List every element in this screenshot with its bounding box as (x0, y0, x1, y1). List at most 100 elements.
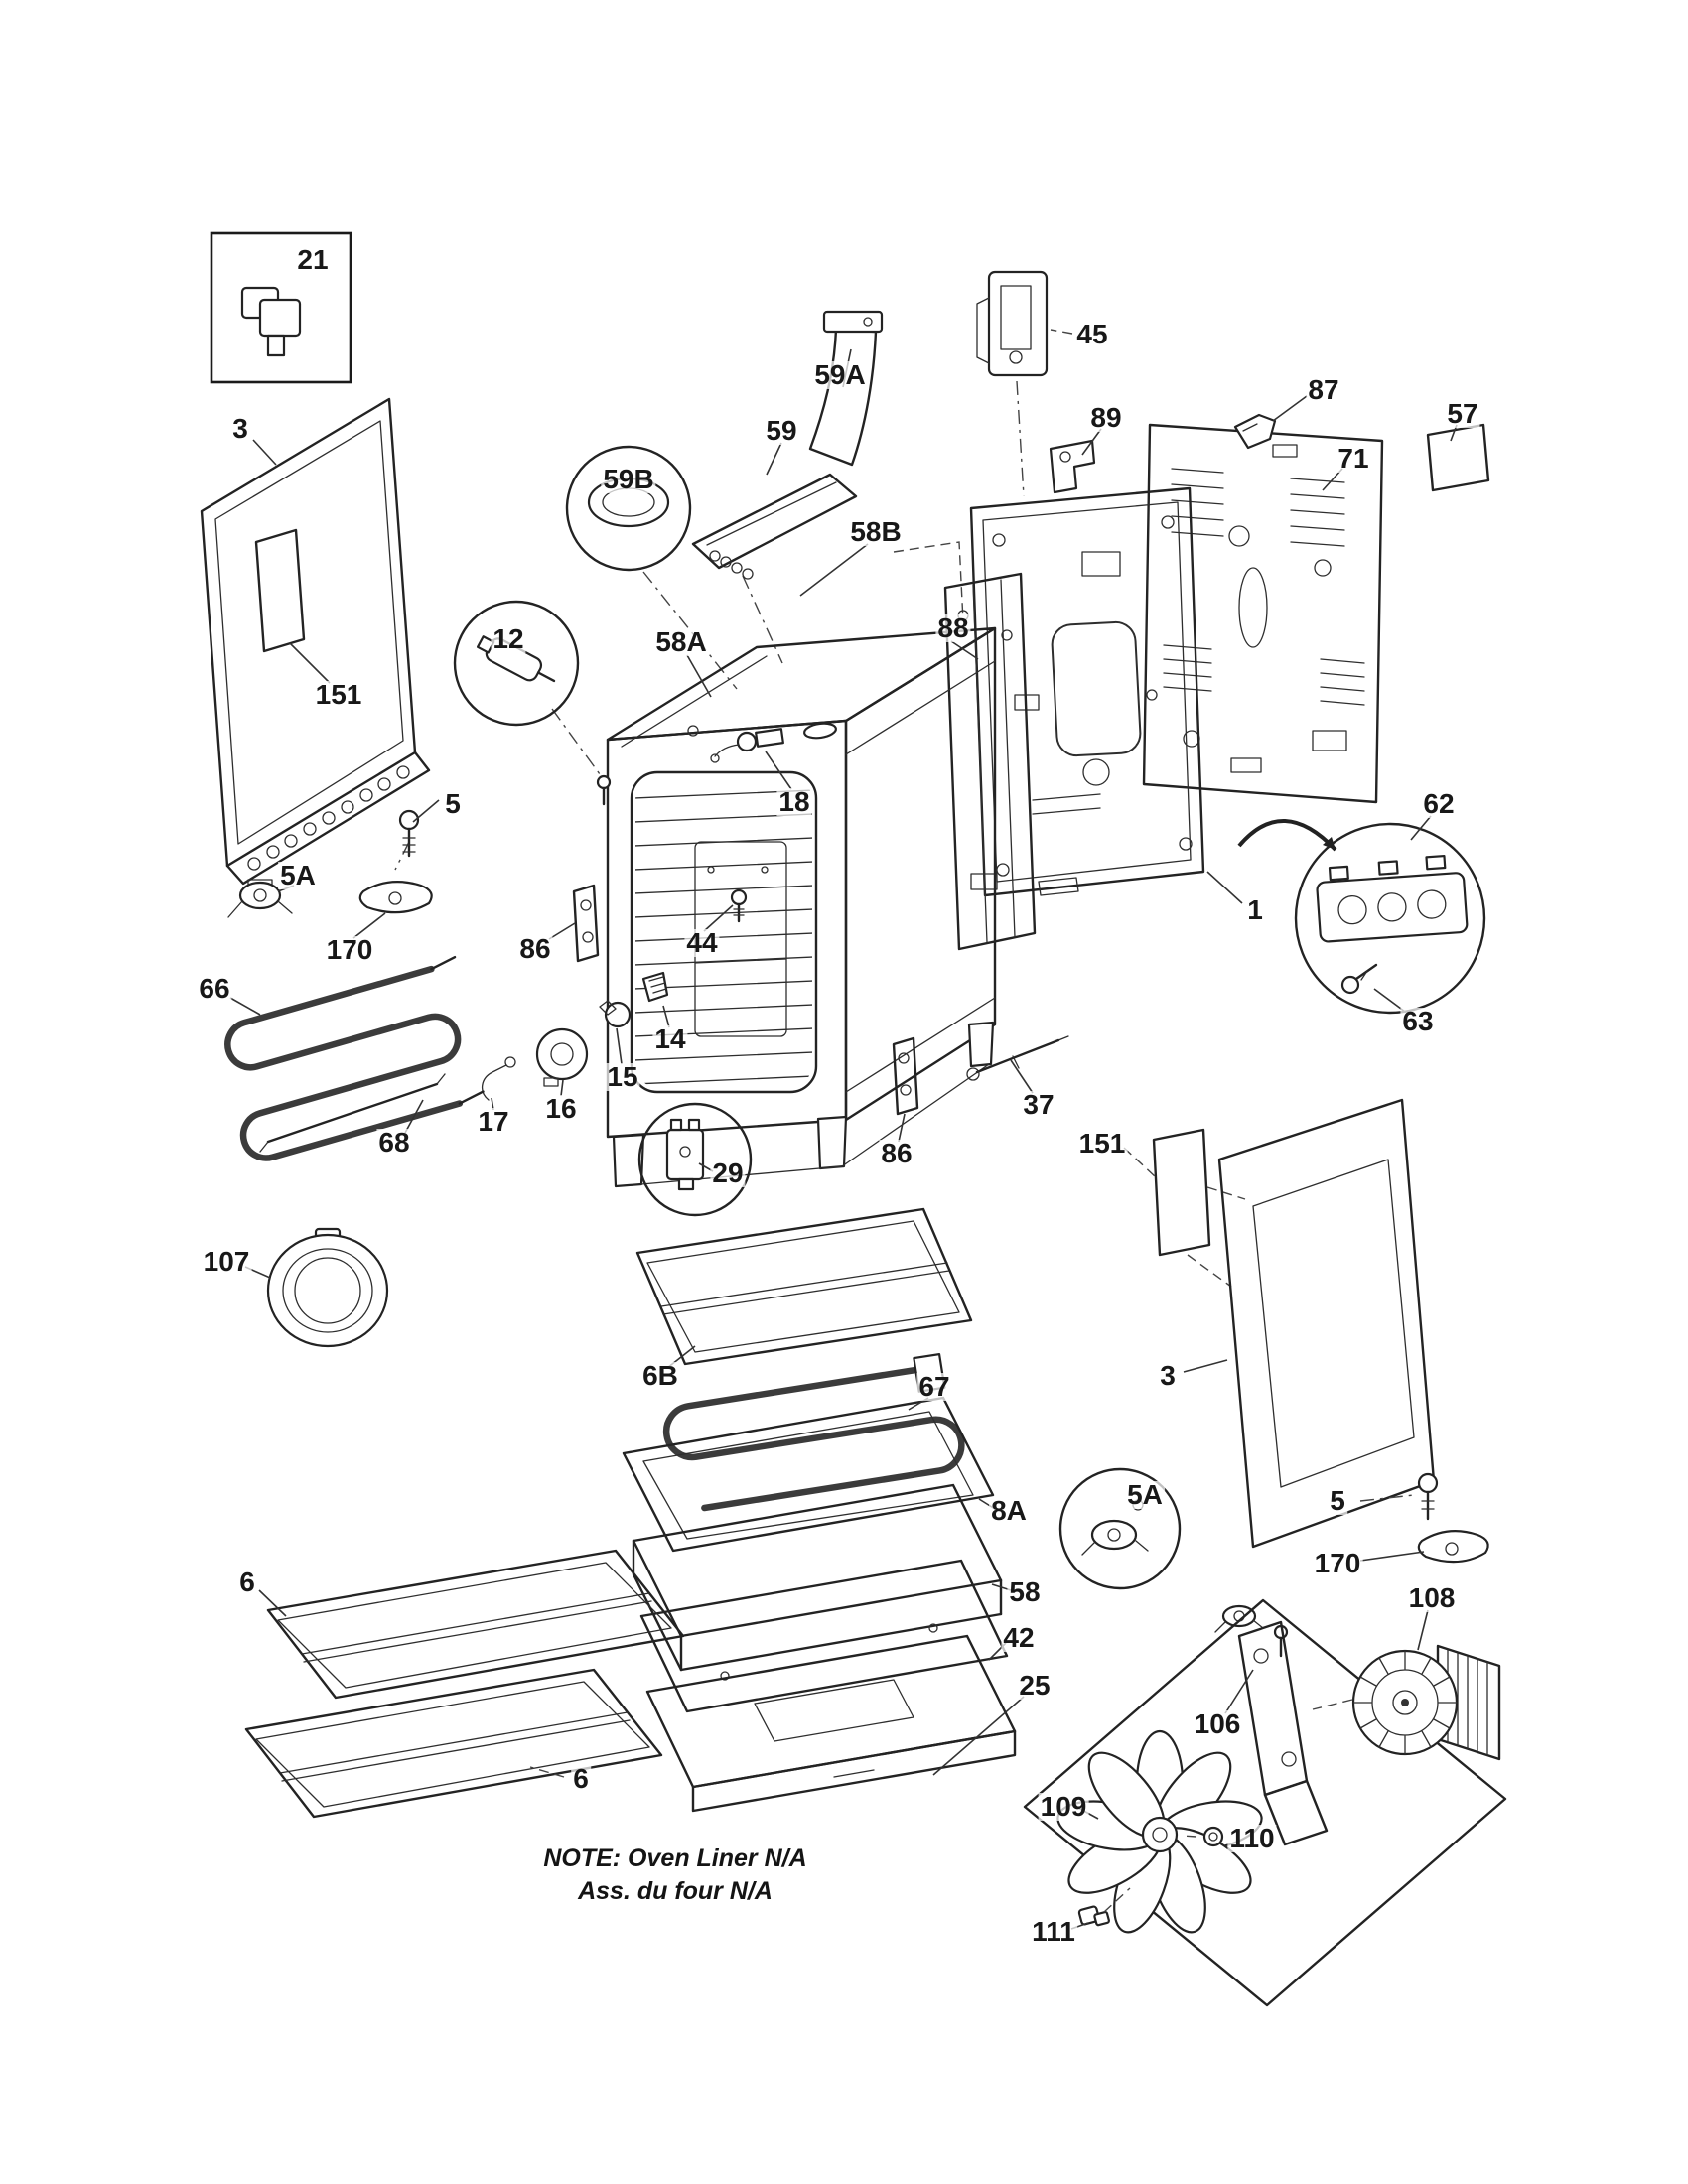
callout-71: 71 (1336, 443, 1371, 474)
part-25-drawer-base (645, 1634, 1017, 1813)
callout-18: 18 (776, 786, 812, 817)
part-15-light-bulb (599, 1000, 632, 1028)
part-44-screw (730, 888, 748, 923)
part-45-bracket (976, 270, 1049, 377)
callout-5a-right: 5A (1125, 1479, 1165, 1510)
callout-110: 110 (1227, 1823, 1277, 1853)
part-63-screw (1340, 963, 1378, 995)
part-87-clip (1233, 413, 1277, 450)
part-5-left-screw (398, 809, 420, 858)
part-5a-left-hinge-bearing (227, 879, 293, 918)
callout-68: 68 (376, 1127, 412, 1158)
callout-29: 29 (710, 1158, 746, 1188)
part-12-sensor-detail-circle (453, 600, 612, 806)
callout-6b: 6B (640, 1360, 680, 1391)
callout-151-left: 151 (313, 679, 364, 710)
callout-3-right: 3 (1158, 1360, 1178, 1391)
callout-170-left: 170 (324, 934, 375, 965)
part-59b-vent-grommet-detail-circle (565, 445, 754, 580)
part-151-right-bracket (1152, 1128, 1211, 1257)
part-16-light-housing (535, 1027, 589, 1087)
callout-107: 107 (201, 1246, 252, 1277)
callout-45: 45 (1074, 319, 1110, 349)
part-62-terminal-block-detail-circle (1294, 822, 1486, 1015)
callout-58a: 58A (653, 626, 709, 657)
fan-assembly-boundary (1023, 1598, 1507, 2007)
part-111-fan-nut (1077, 1905, 1110, 1927)
callout-86-right: 86 (879, 1138, 914, 1168)
callout-44: 44 (684, 927, 720, 958)
part-110-washer (1202, 1826, 1224, 1847)
note-line-2: Ass. du four N/A (578, 1876, 773, 1905)
callout-63: 63 (1400, 1006, 1436, 1036)
callout-12: 12 (491, 623, 526, 654)
part-5-right-screw (1417, 1472, 1439, 1521)
callout-17: 17 (476, 1106, 511, 1137)
callout-37: 37 (1021, 1089, 1056, 1120)
part-86-right-bracket (892, 1036, 919, 1116)
callout-62: 62 (1421, 788, 1457, 819)
part-5a-right-hinge-on-panel (1214, 1604, 1289, 1658)
callout-5-left: 5 (443, 788, 463, 819)
callout-86-left: 86 (517, 933, 553, 964)
callout-109: 109 (1038, 1791, 1089, 1822)
detail-arrow-62 (1237, 819, 1337, 852)
part-59-vent-duct (691, 473, 858, 570)
callout-16: 16 (543, 1093, 579, 1124)
callout-57: 57 (1445, 398, 1480, 429)
part-17-clip-wire (482, 1056, 516, 1101)
part-106-motor-bracket (1237, 1620, 1329, 1846)
part-8a-oven-bottom (622, 1396, 995, 1553)
callout-59a: 59A (812, 359, 868, 390)
callout-59: 59 (764, 415, 799, 446)
callout-3-left: 3 (230, 413, 250, 444)
part-170-right-hinge-bracket (1417, 1530, 1489, 1564)
part-88-rear-spacer-panel (943, 572, 1037, 951)
callout-111: 111 (1030, 1916, 1077, 1947)
callout-6-top: 6 (237, 1567, 257, 1597)
part-108-convection-motor (1351, 1644, 1501, 1761)
part-6-oven-rack-upper (266, 1549, 685, 1700)
callout-108: 108 (1406, 1582, 1458, 1613)
callout-58: 58 (1007, 1576, 1043, 1607)
part-71-rear-panel (1142, 423, 1384, 804)
fan-assembly-dashes (1103, 1699, 1353, 1913)
part-107-vent-grille (266, 1227, 389, 1348)
part-86-left-bracket (572, 884, 600, 963)
oven-body-58a (606, 626, 997, 1188)
callout-6-bottom: 6 (571, 1763, 591, 1794)
callout-5-right: 5 (1328, 1485, 1347, 1516)
part-170-left-hinge-bracket (358, 881, 433, 914)
callout-170-right: 170 (1312, 1548, 1363, 1578)
part-6-oven-rack-lower (244, 1668, 663, 1819)
callout-8a: 8A (989, 1495, 1029, 1526)
callout-151-right: 151 (1076, 1128, 1128, 1159)
callout-15: 15 (605, 1061, 640, 1092)
part-1-back-panel (969, 486, 1205, 897)
note-line-1: NOTE: Oven Liner N/A (543, 1844, 807, 1872)
part-109-fan-blade (1056, 1729, 1263, 1934)
callout-87: 87 (1306, 374, 1341, 405)
callout-42: 42 (1001, 1622, 1037, 1653)
callout-25: 25 (1017, 1670, 1053, 1701)
callout-66: 66 (197, 973, 232, 1004)
callout-1: 1 (1245, 894, 1265, 925)
part-66-broil-element (224, 955, 485, 1161)
callout-88: 88 (935, 613, 971, 643)
part-6b-oven-rack (635, 1207, 973, 1366)
part-151-left-bracket (254, 528, 306, 653)
part-37-sensor-probe (966, 1035, 1069, 1081)
callout-59b: 59B (601, 464, 656, 494)
callout-5a-left: 5A (278, 860, 318, 890)
part-29-switch-detail-circle (637, 1102, 753, 1217)
part-58-insulation (632, 1483, 1003, 1672)
part-3-left-side-panel (200, 397, 431, 886)
callout-106: 106 (1192, 1708, 1243, 1739)
callout-14: 14 (652, 1024, 688, 1054)
leader-lines (229, 329, 1458, 1930)
callout-89: 89 (1088, 402, 1124, 433)
callout-67: 67 (916, 1371, 952, 1402)
callout-58b: 58B (848, 516, 904, 547)
